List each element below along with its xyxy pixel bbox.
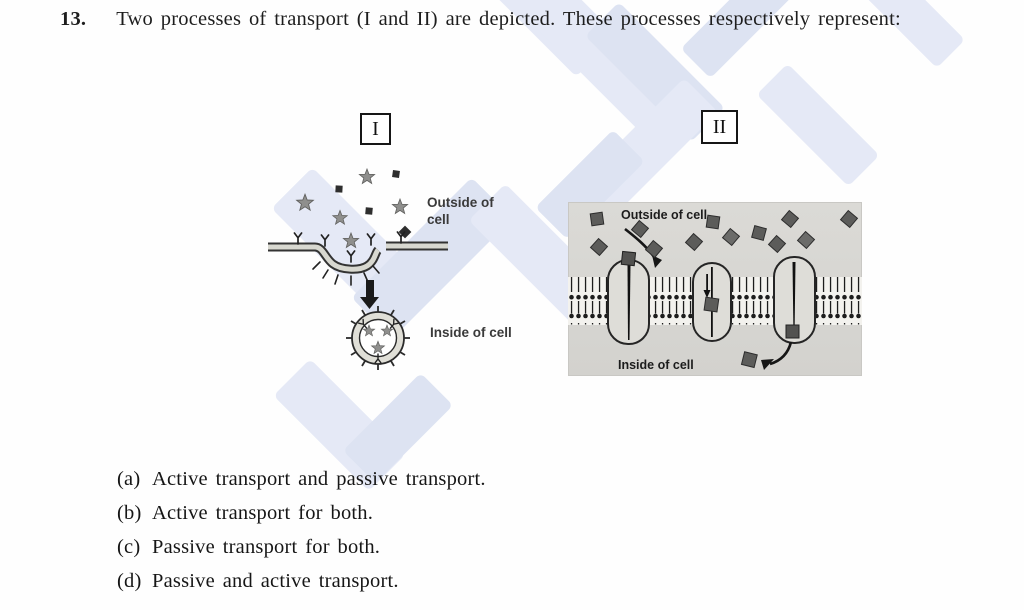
diagram-channel-transport: II [568, 108, 868, 380]
diagram1-outside-label: Outside of cell [427, 195, 494, 229]
channel-protein-3 [740, 256, 816, 370]
option-d-label: (d) [117, 570, 142, 592]
diagram1-inside-label: Inside of cell [430, 325, 512, 340]
diagram-endocytosis: I [265, 110, 515, 382]
diagram1-label: I [372, 117, 379, 140]
diagram2-outside-label: Outside of cell [621, 208, 708, 222]
option-b: (b) Active transport for both. [117, 500, 486, 534]
options-list: (a) Active transport and passive transpo… [117, 466, 486, 602]
option-b-label: (b) [117, 502, 142, 524]
exit-arrow [769, 341, 793, 366]
diagram2-panel: Outside of cell Inside of cell [568, 202, 862, 376]
option-c-label: (c) [117, 536, 141, 558]
diagram2-label: II [712, 115, 727, 138]
diagram2-inside-label: Inside of cell [618, 358, 694, 372]
vesicle-spikes [346, 306, 410, 370]
option-a-text: Active transport and passive transport. [152, 468, 486, 490]
question-number: 13. [60, 8, 87, 30]
channel-protein-1 [607, 250, 650, 345]
channel-transport-drawing [568, 209, 862, 370]
option-d: (d) Passive and active transport. [117, 568, 486, 602]
endocytosis-drawing [268, 168, 448, 370]
square-molecule-icons [589, 209, 859, 259]
vesicle-icon [346, 306, 410, 370]
diagram2-label-box: II [701, 110, 738, 144]
outside-label-line2: cell [427, 211, 450, 227]
diagram1-label-box: I [360, 113, 391, 145]
channel-protein-2 [692, 262, 732, 342]
question: 13. Two processes of transport (I and II… [60, 8, 901, 31]
option-c-text: Passive transport for both. [152, 536, 381, 558]
option-b-text: Active transport for both. [152, 502, 374, 524]
question-text: Two processes of transport (I and II) ar… [116, 8, 901, 30]
option-c: (c) Passive transport for both. [117, 534, 486, 568]
option-a: (a) Active transport and passive transpo… [117, 466, 486, 500]
arrow-down-icon [360, 280, 379, 309]
star-molecule-icons [296, 168, 409, 248]
outside-label-line1: Outside of [427, 195, 494, 210]
option-a-label: (a) [117, 468, 141, 490]
membrane-with-pit [268, 241, 448, 286]
option-d-text: Passive and active transport. [152, 570, 399, 592]
